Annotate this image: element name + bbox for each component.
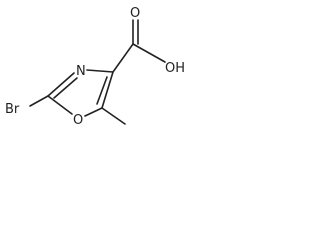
carbonyl-oxygen-label: O	[130, 6, 140, 21]
bond-n3-c4	[86, 69, 114, 73]
chemical-structure-diagram: Br N O O OH	[5, 6, 185, 128]
bond-carboxyl-oh	[132, 43, 166, 63]
bond-c4-c5	[101, 71, 114, 109]
structure-canvas: Br N O O OH	[0, 0, 204, 140]
bond-br-c2	[29, 95, 49, 107]
ring-nitrogen-label: N	[76, 64, 86, 79]
bromine-label: Br	[5, 102, 20, 117]
hydroxyl-label: OH	[165, 61, 185, 76]
bond-c5-o1	[84, 107, 103, 117]
bond-o1-c2	[47, 95, 73, 115]
bond-c5-methyl	[101, 107, 126, 125]
bond-c2-n3	[47, 72, 75, 97]
ring-oxygen-label: O	[73, 113, 83, 128]
bond-c4-c5-second	[96, 76, 108, 105]
bond-c4-carboxyl	[112, 43, 134, 73]
bond-c2-n3-second	[53, 77, 78, 99]
